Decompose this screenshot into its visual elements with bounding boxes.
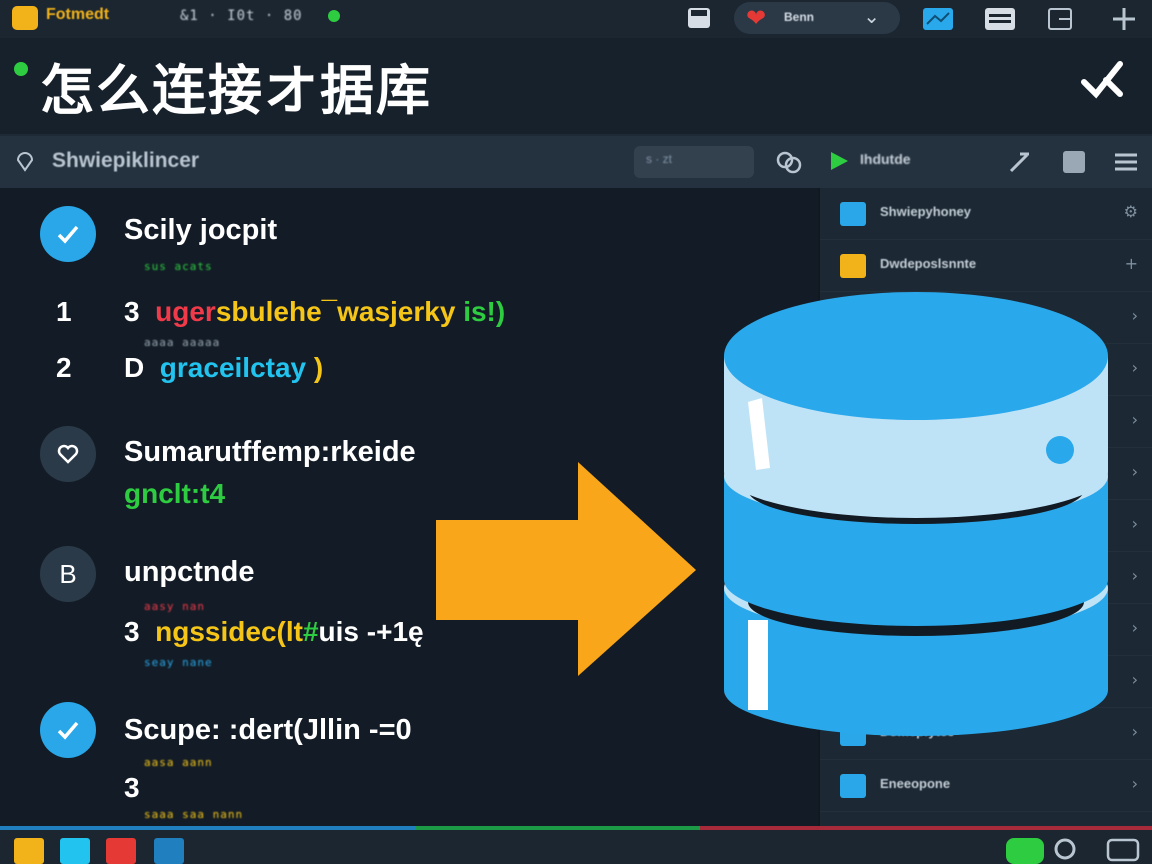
app-icon[interactable]: [154, 838, 184, 864]
folder-icon[interactable]: [922, 6, 954, 32]
explorer-item[interactable]: ›: [820, 396, 1152, 448]
explorer-item[interactable]: Eneeopone ›: [820, 760, 1152, 812]
step-title: unpctnde: [124, 556, 255, 588]
title-strip: 怎么连接オ据库: [0, 38, 1152, 174]
top-bar: Fotmedt &1 · I0t · 80 ❤ Benn ⌄: [0, 0, 1152, 38]
app-icon[interactable]: [14, 838, 44, 864]
chevron-right-icon[interactable]: ›: [1131, 514, 1138, 533]
search-input[interactable]: s · zt: [634, 146, 754, 178]
app-name: Fotmedt: [46, 6, 110, 23]
chevron-right-icon[interactable]: ›: [1131, 306, 1138, 325]
explorer-item[interactable]: Dwdeposlsnnte +: [820, 240, 1152, 292]
explorer-item[interactable]: Domepfytee ›: [820, 708, 1152, 760]
chevron-right-icon[interactable]: ›: [1131, 722, 1138, 741]
explorer-item[interactable]: ›: [820, 500, 1152, 552]
save-icon[interactable]: [686, 6, 712, 30]
explorer-item[interactable]: ›: [820, 292, 1152, 344]
step-note: aasy nan: [144, 600, 205, 613]
explorer-item[interactable]: ›: [820, 604, 1152, 656]
explorer-item[interactable]: Shwiepyhoney ⚙: [820, 188, 1152, 240]
object-explorer-panel: Shwiepyhoney ⚙ Dwdeposlsnnte + › › › › ›…: [818, 188, 1152, 828]
code-line: D graceilctay ): [124, 352, 324, 383]
folder-icon: [840, 254, 866, 278]
app-icon[interactable]: [106, 838, 136, 864]
collapse-icon[interactable]: [1080, 58, 1126, 102]
step-heart-icon: [40, 426, 96, 482]
line-number: 2: [56, 352, 72, 383]
explorer-item[interactable]: ›: [820, 344, 1152, 396]
search-placeholder: s · zt: [646, 152, 672, 166]
chevron-right-icon[interactable]: ›: [1131, 774, 1138, 793]
chevron-right-icon[interactable]: ›: [1131, 358, 1138, 377]
status-icon[interactable]: [1006, 838, 1044, 864]
chevron-right-icon[interactable]: ›: [1131, 618, 1138, 637]
code-line: 3 ngssidec(lt#uis -+1ę: [124, 616, 424, 647]
app-icon[interactable]: [60, 838, 90, 864]
step-title: Sumarutffemp:rkeide: [124, 436, 416, 468]
link-icon[interactable]: [774, 148, 804, 176]
status-dot-icon: [328, 10, 340, 22]
connection-label: Shwiepiklincer: [52, 149, 200, 172]
chevron-right-icon[interactable]: ›: [1131, 670, 1138, 689]
location-pin-icon[interactable]: [14, 150, 36, 172]
top-meta-text: &1 · I0t · 80: [180, 8, 303, 24]
table-icon: [840, 722, 866, 746]
step-check-icon: [40, 206, 96, 262]
step-note: seay nane: [144, 656, 213, 669]
plus-icon[interactable]: [1110, 6, 1138, 32]
code-comment: aaaa aaaaa: [144, 336, 221, 349]
page-title: 怎么连接オ据库: [40, 59, 432, 122]
edit-icon[interactable]: [1006, 148, 1034, 176]
step-title: Scily jocpit: [124, 214, 278, 246]
chevron-right-icon[interactable]: ›: [1131, 410, 1138, 429]
table-icon: [840, 774, 866, 798]
status-dot-icon: [14, 62, 28, 76]
progress-strip: [0, 826, 1152, 830]
step-note: sus acats: [144, 260, 213, 273]
app-logo: [12, 6, 38, 30]
arrow-right-icon: [436, 462, 696, 676]
step-note: aasa aann: [144, 756, 213, 769]
editor-header: Shwiepiklincer s · zt Ihdutde: [0, 136, 1152, 188]
chevron-right-icon[interactable]: ›: [1131, 566, 1138, 585]
location-pin-icon[interactable]: [1050, 836, 1080, 864]
chevron-right-icon[interactable]: ›: [1131, 462, 1138, 481]
heart-icon: ❤: [746, 4, 767, 32]
profile-selector[interactable]: ❤ Benn ⌄: [734, 2, 900, 34]
code-line: 3 ugersbulehe¯wasjerky is!): [124, 296, 506, 327]
chat-icon[interactable]: [1106, 838, 1140, 862]
run-label[interactable]: Ihdutde: [860, 151, 911, 167]
profile-label: Benn: [784, 10, 814, 24]
line-number: 3: [124, 772, 140, 803]
step-sub: gnclt:t4: [124, 478, 226, 509]
grid-icon[interactable]: [1060, 148, 1088, 176]
explorer-item[interactable]: ›: [820, 656, 1152, 708]
step-letter-badge: B: [40, 546, 96, 602]
gear-icon[interactable]: ⚙: [1123, 202, 1138, 221]
menu-icon[interactable]: [1112, 148, 1140, 176]
exit-icon[interactable]: [1046, 6, 1076, 32]
explorer-item[interactable]: ›: [820, 448, 1152, 500]
step-title: Scupe: :dert(Jllin -=0: [124, 714, 412, 746]
taskbar: [0, 830, 1152, 864]
play-icon[interactable]: [828, 150, 850, 172]
chevron-down-icon: ⌄: [863, 4, 880, 28]
step-note: saaa saa nann: [144, 808, 244, 821]
window-icon[interactable]: [984, 6, 1016, 32]
step-check-icon: [40, 702, 96, 758]
table-icon: [840, 202, 866, 226]
plus-icon[interactable]: +: [1124, 254, 1138, 273]
explorer-item[interactable]: ›: [820, 552, 1152, 604]
line-number: 1: [56, 296, 72, 327]
